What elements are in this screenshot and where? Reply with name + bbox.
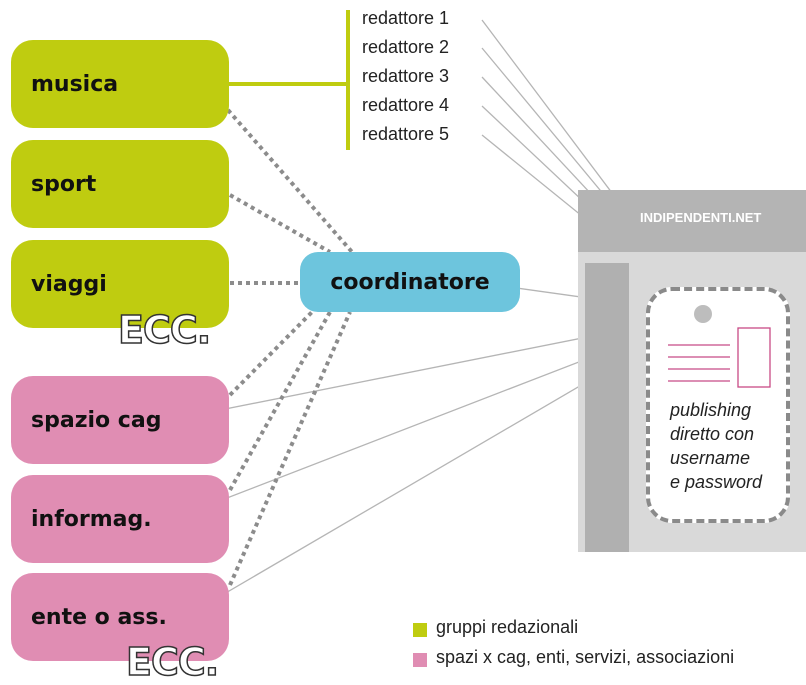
space-spazio-cag: spazio cag (11, 376, 229, 464)
coordinator-label: coordinatore (330, 269, 490, 295)
spaces-ecc-label: ECC. (125, 639, 220, 685)
group-viaggi-label: viaggi (31, 271, 107, 297)
editor-2-label: redattore 2 (362, 37, 450, 57)
editor-1-label: redattore 1 (362, 8, 450, 28)
publishing-line-2: diretto con (670, 424, 755, 444)
website-header (578, 190, 806, 252)
space-informag-label: informag. (31, 506, 152, 532)
legend-label-spaces: spazi x cag, enti, servizi, associazioni (436, 647, 735, 667)
editor-4-label: redattore 4 (362, 95, 450, 115)
space-informag: informag. (11, 475, 229, 563)
website-title: INDIPENDENTI.NET (640, 210, 762, 225)
group-viaggi: viaggi (11, 240, 229, 328)
editor-5-label: redattore 5 (362, 124, 450, 144)
group-musica-label: musica (31, 71, 119, 97)
group-sport-label: sport (31, 171, 97, 197)
space-spazio-cag-label: spazio cag (31, 407, 162, 433)
legend-swatch-green (413, 623, 427, 637)
editor-3-label: redattore 3 (362, 66, 450, 86)
website-sidebar (585, 263, 629, 552)
publishing-panel (646, 287, 790, 523)
publishing-line-4: e password (670, 472, 763, 492)
publish-point (694, 305, 712, 323)
ente-coordinator-link (228, 311, 352, 586)
groups-ecc-label: ECC. (117, 307, 212, 353)
space-ente: ente o ass. (11, 573, 229, 661)
publishing-line-1: publishing (670, 400, 752, 420)
publishing-line-3: username (670, 448, 751, 468)
coordinator-box: coordinatore (300, 252, 520, 312)
legend-swatch-pink (413, 653, 427, 667)
spazio-cag-coordinator-link (228, 310, 314, 397)
informag-coordinator-link (228, 311, 332, 491)
group-sport: sport (11, 140, 229, 228)
sport-coordinator-link (229, 193, 331, 254)
space-ente-label: ente o ass. (31, 604, 167, 630)
group-musica: musica (11, 40, 229, 128)
legend-label-groups: gruppi redazionali (436, 617, 579, 637)
